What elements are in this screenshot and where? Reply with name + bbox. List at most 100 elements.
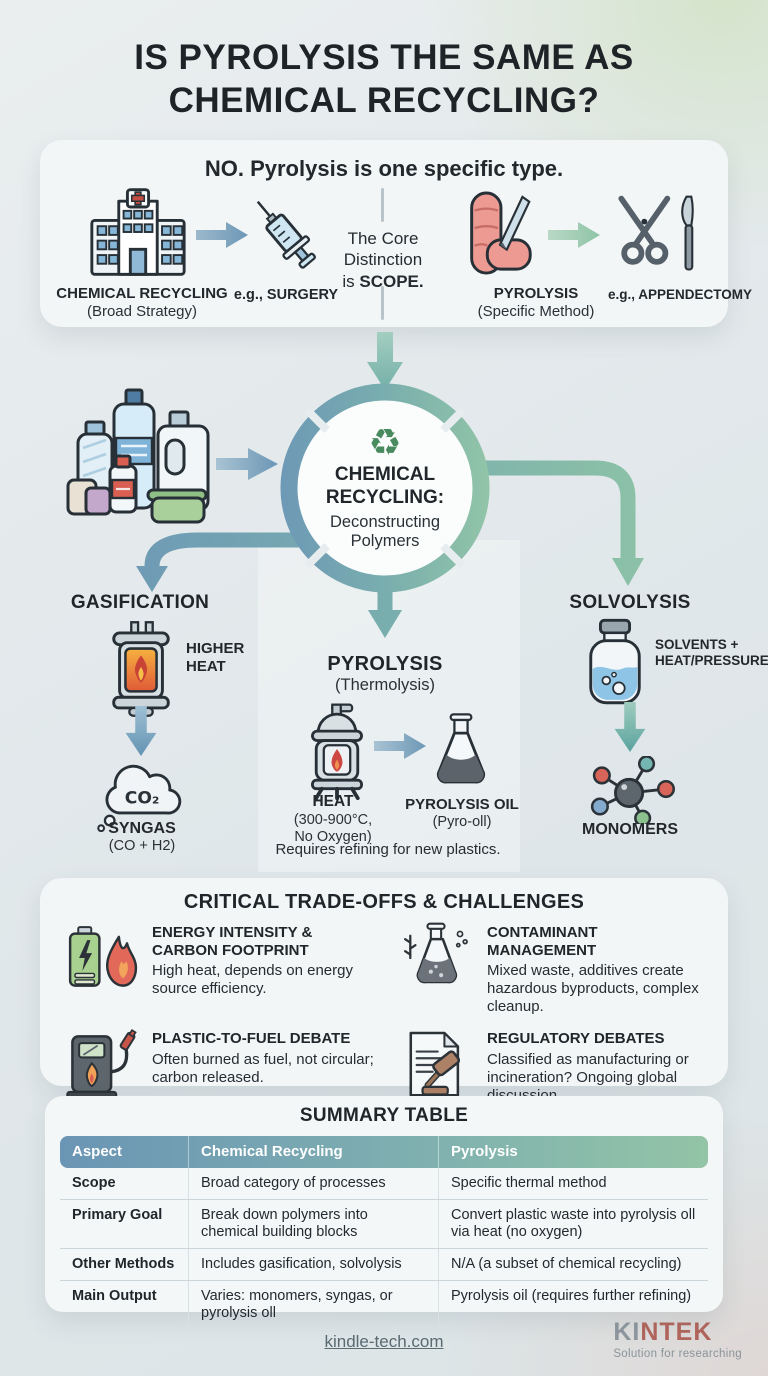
core-distinction-text: The Core Distinction is SCOPE. [318,228,448,292]
kintek-tagline: Solution for researching [613,1348,742,1360]
divider-top [381,188,384,222]
hub-title-line1: CHEMICAL [334,464,436,486]
tradeoff-item-fuel: PLASTIC-TO-FUEL DEBATE Often burned as f… [62,1028,375,1105]
table-row: Main Output Varies: monomers, syngas, or… [60,1281,708,1330]
pyrolysis-note: Requires refining for new plastics. [275,841,501,858]
arrow-right-icon [196,222,248,248]
tradeoff-desc: Mixed waste, additives create hazardous … [487,962,699,1016]
table-col-aspect: Aspect [72,1143,123,1160]
gasifier-icon [112,621,170,717]
specific-label: PYROLYSIS (Specific Method) [442,285,630,321]
pyrolysis-oil-label: PYROLYSIS OIL (Pyro-oll) [405,796,519,830]
branch-arrow-solvolysis [445,460,636,560]
tradeoffs-heading: CRITICAL TRADE-OFFS & CHALLENGES [183,891,585,913]
page-title-line1: IS PYROLYSIS THE SAME AS [134,38,634,77]
intestine-icon [470,191,532,275]
plastic-bottles-icon [66,388,210,524]
footer: kindle-tech.com [0,1332,768,1352]
syngas-label: SYNGAS (CO + H2) [108,820,176,855]
specific-sublabel: (Specific Method) [477,303,595,320]
tradeoff-desc: High heat, depends on energy source effi… [152,962,353,998]
arrow-down-icon [614,702,646,752]
cell-aspect: Primary Goal [72,1206,163,1223]
page-title: IS PYROLYSIS THE SAME AS CHEMICAL RECYCL… [0,36,768,123]
cell-aspect: Other Methods [72,1256,175,1273]
solvent-jar-icon [589,618,641,705]
tradeoff-item-regulatory: REGULATORY DEBATES Classified as manufac… [397,1028,710,1105]
tradeoff-desc: Often burned as fuel, not circular; carb… [152,1051,374,1087]
tradeoff-item-contaminant: CONTAMINANT MANAGEMENT Mixed waste, addi… [397,922,710,1016]
kintek-wordmark: KINTEK [613,1318,713,1346]
scope-panel: NO. Pyrolysis is one specific type. [40,140,752,327]
tradeoff-title: PLASTIC-TO-FUEL DEBATE [152,1030,351,1048]
arrow-down-to-hub [367,332,403,390]
arrow-right-icon [548,222,600,248]
scissors-icon [618,195,694,271]
scope-panel-heading: NO. Pyrolysis is one specific type. [204,156,564,181]
broad-sublabel: (Broad Strategy) [86,303,198,320]
summary-table: Aspect Chemical Recycling Pyrolysis Scop… [60,1136,708,1330]
table-body: Scope Broad category of processes Specif… [60,1167,708,1330]
pyrolysis-heading: PYROLYSIS (Thermolysis) [285,653,485,696]
tradeoffs-grid: ENERGY INTENSITY & CARBON FOOTPRINT High… [62,922,710,1105]
pyrolysis-reactor-icon [311,703,363,800]
gasification-heading: GASIFICATION [70,592,210,613]
core-line2: Distinction [343,250,423,270]
tradeoff-title: CONTAMINANT MANAGEMENT [487,924,598,959]
table-row: Other Methods Includes gasification, sol… [60,1249,708,1282]
contaminant-flask-icon [404,922,468,984]
solvolysis-heading: SOLVOLYSIS [569,592,691,613]
cell-pyrolysis: N/A (a subset of chemical recycling) [438,1249,708,1281]
summary-panel: SUMMARY TABLE Aspect Chemical Recycling … [45,1096,723,1330]
hospital-icon [90,188,186,276]
cell-aspect: Main Output [72,1288,157,1305]
cell-aspect: Scope [72,1174,116,1191]
co2-label: CO₂ [125,788,160,808]
kintek-logo: KINTEK Solution for researching [613,1318,742,1361]
tradeoff-title: REGULATORY DEBATES [487,1030,665,1048]
syringe-icon [256,200,316,269]
monomers-molecule-icon [590,756,676,824]
table-row: Scope Broad category of processes Specif… [60,1167,708,1200]
pyrolysis-oil-flask-icon [436,713,486,784]
arrow-down-icon [125,706,157,756]
higher-heat-label: HIGHER HEAT [186,640,245,675]
appendectomy-label: e.g., APPENDECTOMY [607,287,753,302]
cell-chemical: Varies: monomers, syngas, or pyrolysis o… [188,1281,438,1330]
core-line3: is SCOPE. [342,271,424,291]
hub-ring [280,383,490,593]
page-title-line2: CHEMICAL RECYCLING? [168,81,600,121]
surgery-label: e.g., SURGERY [233,287,339,303]
solvents-label: SOLVENTS + HEAT/PRESSURE [655,637,768,669]
table-col-chemical-recycling: Chemical Recycling [188,1136,438,1168]
table-col-pyrolysis: Pyrolysis [438,1136,708,1168]
cell-chemical: Break down polymers into chemical buildi… [188,1199,438,1249]
arrow-bottles-to-hub [216,448,278,480]
broad-label: CHEMICAL RECYCLING (Broad Strategy) [48,285,236,321]
cell-pyrolysis: Convert plastic waste into pyrolysis oll… [438,1199,708,1249]
hub-title-line2: RECYCLING: [325,486,445,508]
website-link[interactable]: kindle-tech.com [324,1332,444,1351]
monomers-label: MONOMERS [582,821,678,838]
tradeoff-item-energy: ENERGY INTENSITY & CARBON FOOTPRINT High… [62,922,375,1016]
pyrolysis-subheading: (Thermolysis) [335,676,435,694]
tradeoffs-panel: CRITICAL TRADE-OFFS & CHALLENGES ENERGY … [40,878,728,1104]
gavel-document-icon [409,1032,461,1097]
table-row: Primary Goal Break down polymers into ch… [60,1199,708,1250]
co2-cloud-icon: CO₂ [97,764,182,832]
cell-pyrolysis: Specific thermal method [438,1167,708,1199]
cell-chemical: Includes gasification, solvolysis [188,1249,438,1281]
recycle-icon: ♻ [368,421,402,465]
cell-chemical: Broad category of processes [188,1167,438,1199]
tradeoff-title: ENERGY INTENSITY & CARBON FOOTPRINT [152,924,313,959]
battery-flame-icon [68,926,138,987]
fuel-pump-icon [66,1029,137,1101]
branch-arrow-gasification [144,532,330,568]
arrow-right-icon [374,733,426,759]
core-line1: The Core [347,229,419,248]
table-header-row: Aspect Chemical Recycling Pyrolysis [60,1136,708,1168]
tradeoff-desc: Classified as manufacturing or incinerat… [487,1051,689,1104]
